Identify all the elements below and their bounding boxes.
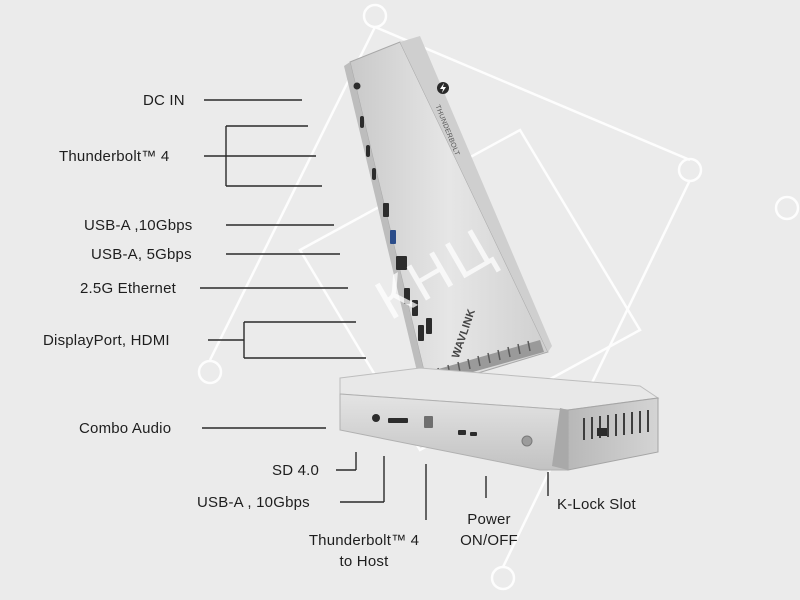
- label-combo-audio: Combo Audio: [79, 420, 172, 437]
- label-ethernet: 2.5G Ethernet: [80, 280, 176, 297]
- k-lock-slot: [597, 428, 607, 436]
- label-k-lock: K-Lock Slot: [557, 496, 636, 513]
- vertical-dock: [344, 36, 552, 389]
- label-dc-in: DC IN: [143, 92, 185, 109]
- label-usb-a-10gbps: USB-A ,10Gbps: [84, 217, 193, 234]
- label-power: Power ON/OFF: [460, 511, 518, 549]
- label-thunderbolt-host: Thunderbolt™ 4 to Host: [308, 532, 420, 570]
- leader-lines: [200, 99, 549, 520]
- label-usb-a-front: USB-A , 10Gbps: [197, 494, 310, 511]
- label-sd: SD 4.0: [272, 462, 320, 479]
- label-displayport-hdmi: DisplayPort, HDMI: [43, 332, 170, 349]
- label-thunderbolt-4: Thunderbolt™ 4: [59, 148, 170, 165]
- label-usb-a-5gbps: USB-A, 5Gbps: [91, 246, 192, 263]
- power-button: [521, 435, 533, 447]
- base-dock: [339, 367, 660, 471]
